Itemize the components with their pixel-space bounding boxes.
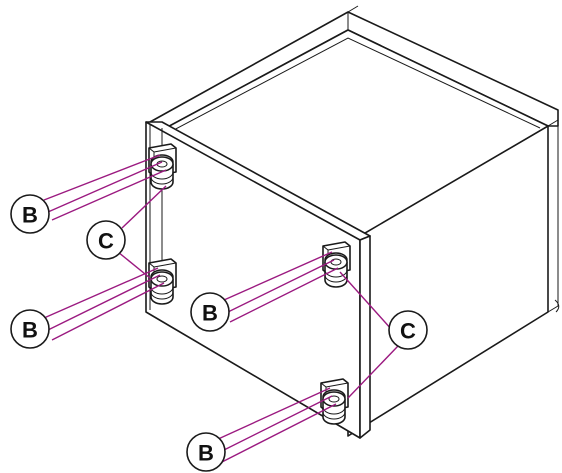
callout-b-label: B [202,301,218,326]
callout-c-label: C [98,229,114,254]
callout-b-label: B [22,203,38,228]
callout-c: C [388,310,428,350]
callout-c-label: C [400,319,416,344]
leader-lines-b [43,154,339,463]
caster-wheel-icon [148,258,177,305]
leader-lines-c [117,185,399,399]
callout-b-label: B [22,318,38,343]
callout-b: B [10,309,50,349]
caster-wheel-icon [320,378,349,425]
callout-c: C [86,220,126,260]
callout-b: B [10,194,50,234]
caster-wheel-icon [322,241,351,288]
callout-b: B [190,292,230,332]
callout-b: B [186,432,226,472]
callout-b-label: B [198,441,214,466]
cabinet-body [145,5,560,439]
